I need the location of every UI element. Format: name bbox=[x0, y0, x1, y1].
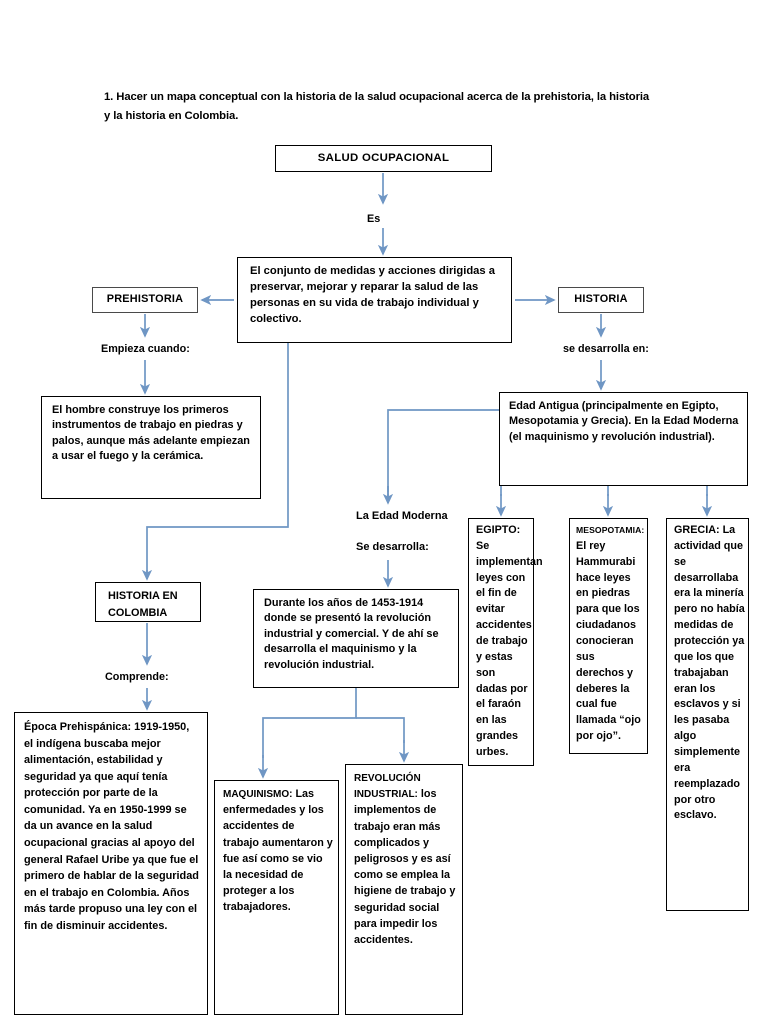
connector-label-se-desarrolla: Se desarrolla: bbox=[356, 541, 429, 553]
node-revolucion-industrial-body: los implementos de trabajo eran más comp… bbox=[354, 788, 456, 946]
node-maquinismo-body: Las enfermedades y los accidentes de tra… bbox=[223, 788, 333, 914]
page-instruction: 1. Hacer un mapa conceptual con la histo… bbox=[104, 91, 650, 123]
node-hombre-instrumentos[interactable]: El hombre construye los primeros instrum… bbox=[41, 396, 261, 499]
node-salud-ocupacional[interactable]: SALUD OCUPACIONAL bbox=[275, 145, 492, 172]
node-mesopotamia-heading: MESOPOTAMIA: bbox=[576, 525, 645, 535]
connector-label-es: Es bbox=[367, 213, 381, 225]
node-revolucion-industrial[interactable]: REVOLUCIÓN INDUSTRIAL: los implementos d… bbox=[345, 764, 463, 1015]
connector-label-la-edad-moderna: La Edad Moderna bbox=[356, 510, 448, 522]
node-historia-en-colombia[interactable]: HISTORIA EN COLOMBIA bbox=[95, 582, 201, 622]
node-maquinismo[interactable]: MAQUINISMO: Las enfermedades y los accid… bbox=[214, 780, 339, 1015]
node-durante-1453-1914[interactable]: Durante los años de 1453-1914 donde se p… bbox=[253, 589, 459, 688]
connector-label-empieza-cuando: Empieza cuando: bbox=[101, 343, 190, 355]
node-maquinismo-heading: MAQUINISMO: bbox=[223, 789, 293, 800]
node-egipto[interactable]: EGIPTO: Se implementan leyes con el fin … bbox=[468, 518, 543, 766]
node-historia[interactable]: HISTORIA bbox=[558, 287, 644, 313]
node-mesopotamia-body: El rey Hammurabi hace leyes en piedras p… bbox=[576, 539, 641, 743]
node-revolucion-industrial-heading: REVOLUCIÓN INDUSTRIAL: bbox=[354, 773, 421, 801]
node-epoca-prehispanica[interactable]: Época Prehispánica: 1919-1950, el indíge… bbox=[14, 712, 208, 1015]
connector-label-comprende: Comprende: bbox=[105, 671, 169, 683]
node-definition[interactable]: El conjunto de medidas y acciones dirigi… bbox=[237, 257, 512, 343]
node-grecia[interactable]: GRECIA: La actividad que se desarrollaba… bbox=[666, 518, 749, 911]
connector-label-se-desarrolla-en: se desarrolla en: bbox=[563, 343, 649, 355]
node-mesopotamia[interactable]: MESOPOTAMIA: El rey Hammurabi hace leyes… bbox=[569, 518, 648, 754]
node-prehistoria[interactable]: PREHISTORIA bbox=[92, 287, 198, 313]
node-edad-antigua[interactable]: Edad Antigua (principalmente en Egipto, … bbox=[499, 392, 748, 486]
